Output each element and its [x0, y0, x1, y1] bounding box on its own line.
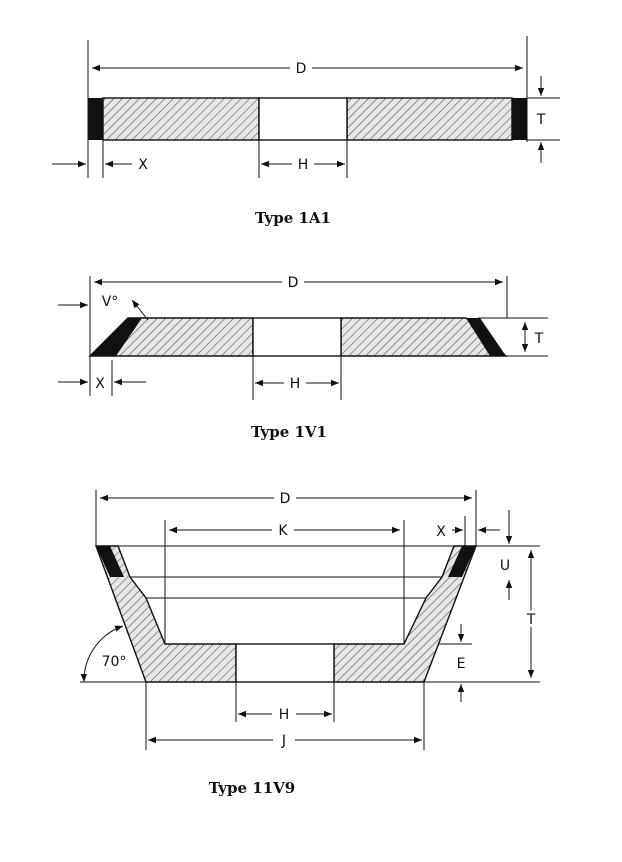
bore-hole [235, 643, 335, 683]
diagram-type-11v9: D K X U T E 70° H J Type 11V9 [80, 490, 540, 797]
label-u: U [500, 558, 510, 574]
label-d: D [280, 491, 291, 507]
caption-type-11v9: Type 11V9 [209, 779, 295, 797]
label-j: J [281, 733, 286, 749]
abrasive-rim-left [96, 546, 124, 577]
label-d: D [296, 61, 307, 77]
label-e: E [457, 656, 466, 672]
wheel-body-left [102, 97, 260, 141]
label-t: T [536, 112, 546, 128]
cup-wall-right [333, 545, 478, 683]
label-d: D [288, 275, 299, 291]
abrasive-rim-right [466, 318, 506, 356]
angle-arc [80, 625, 124, 683]
label-h: H [290, 376, 301, 392]
diagram-type-1a1: D T X H Type 1A1 [52, 36, 560, 227]
caption-type-1a1: Type 1A1 [255, 209, 331, 227]
label-x: X [95, 376, 105, 392]
label-t: T [534, 331, 544, 347]
label-h: H [298, 157, 309, 173]
abrasive-rim-right [512, 98, 527, 140]
diagram-type-1v1: D V° T X H Type 1V1 [58, 275, 548, 441]
label-h: H [279, 707, 290, 723]
caption-type-1v1: Type 1V1 [251, 423, 327, 441]
bore-hole [252, 317, 342, 357]
abrasive-rim-right [448, 546, 476, 577]
cup-wall-left [94, 545, 237, 683]
wheel-body-right [346, 97, 513, 141]
abrasive-rim-left [88, 98, 103, 140]
label-k: K [278, 523, 288, 539]
label-x: X [436, 524, 446, 540]
dim-arrow-v-right [131, 299, 149, 321]
bore-hole [258, 97, 348, 141]
label-x: X [138, 157, 148, 173]
label-angle: 70° [102, 654, 127, 670]
label-v-angle: V° [102, 294, 119, 310]
label-t: T [526, 612, 536, 628]
abrasive-rim-left [90, 318, 142, 356]
